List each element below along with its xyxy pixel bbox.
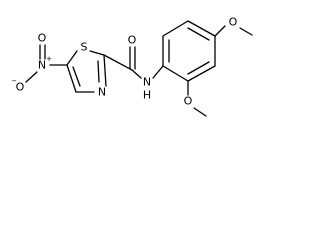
bond-nh-carbonyl <box>131 69 142 79</box>
atom-h-amide: H <box>143 89 151 102</box>
chemical-structure: O O O N H S N N + O O − <box>11 16 253 117</box>
charge-o-nitro-side: − <box>11 77 17 85</box>
bond-thiazole-c2-s <box>89 50 105 56</box>
atom-o-methoxy-bottom: O <box>184 95 193 108</box>
bonds <box>25 20 253 117</box>
bond-thiazole-n3-c2 <box>103 54 107 87</box>
bond-carbonyl-thiazole <box>103 54 133 71</box>
bond-thiazole-double-a <box>72 66 81 87</box>
bond-thiazole-double-b <box>97 60 100 83</box>
atom-s-thiazole: S <box>81 41 88 54</box>
atom-n-thiazole: N <box>98 86 106 99</box>
bond-benzene-5 <box>187 65 216 82</box>
atom-labels: O O O N H S N N + O O − <box>11 16 238 108</box>
bond-ring-nh <box>152 65 164 79</box>
bond-o-methyl-bottom <box>193 107 207 117</box>
atom-o-nitro-top: O <box>38 32 47 45</box>
atom-o-nitro-side: O <box>16 81 25 94</box>
atom-o-carbonyl: O <box>128 34 137 47</box>
bond-thiazole-c5-c4 <box>66 64 77 93</box>
bond-benzene-double-c <box>187 61 210 75</box>
atom-n-nitro: N <box>38 59 46 72</box>
bond-thiazole-s-c5 <box>66 50 78 66</box>
bond-nitro-o-side <box>25 71 38 83</box>
bond-o-ring-top <box>214 25 226 37</box>
bond-benzene-2 <box>162 20 189 37</box>
atom-n-amide: N <box>143 76 151 89</box>
bond-benzene-double-a <box>187 27 210 41</box>
atom-o-methoxy-top: O <box>229 16 238 29</box>
bond-benzene-1 <box>187 20 216 37</box>
charge-n-nitro: + <box>46 55 52 63</box>
bond-methyl-top <box>239 27 253 36</box>
bond-benzene-4 <box>162 65 189 82</box>
